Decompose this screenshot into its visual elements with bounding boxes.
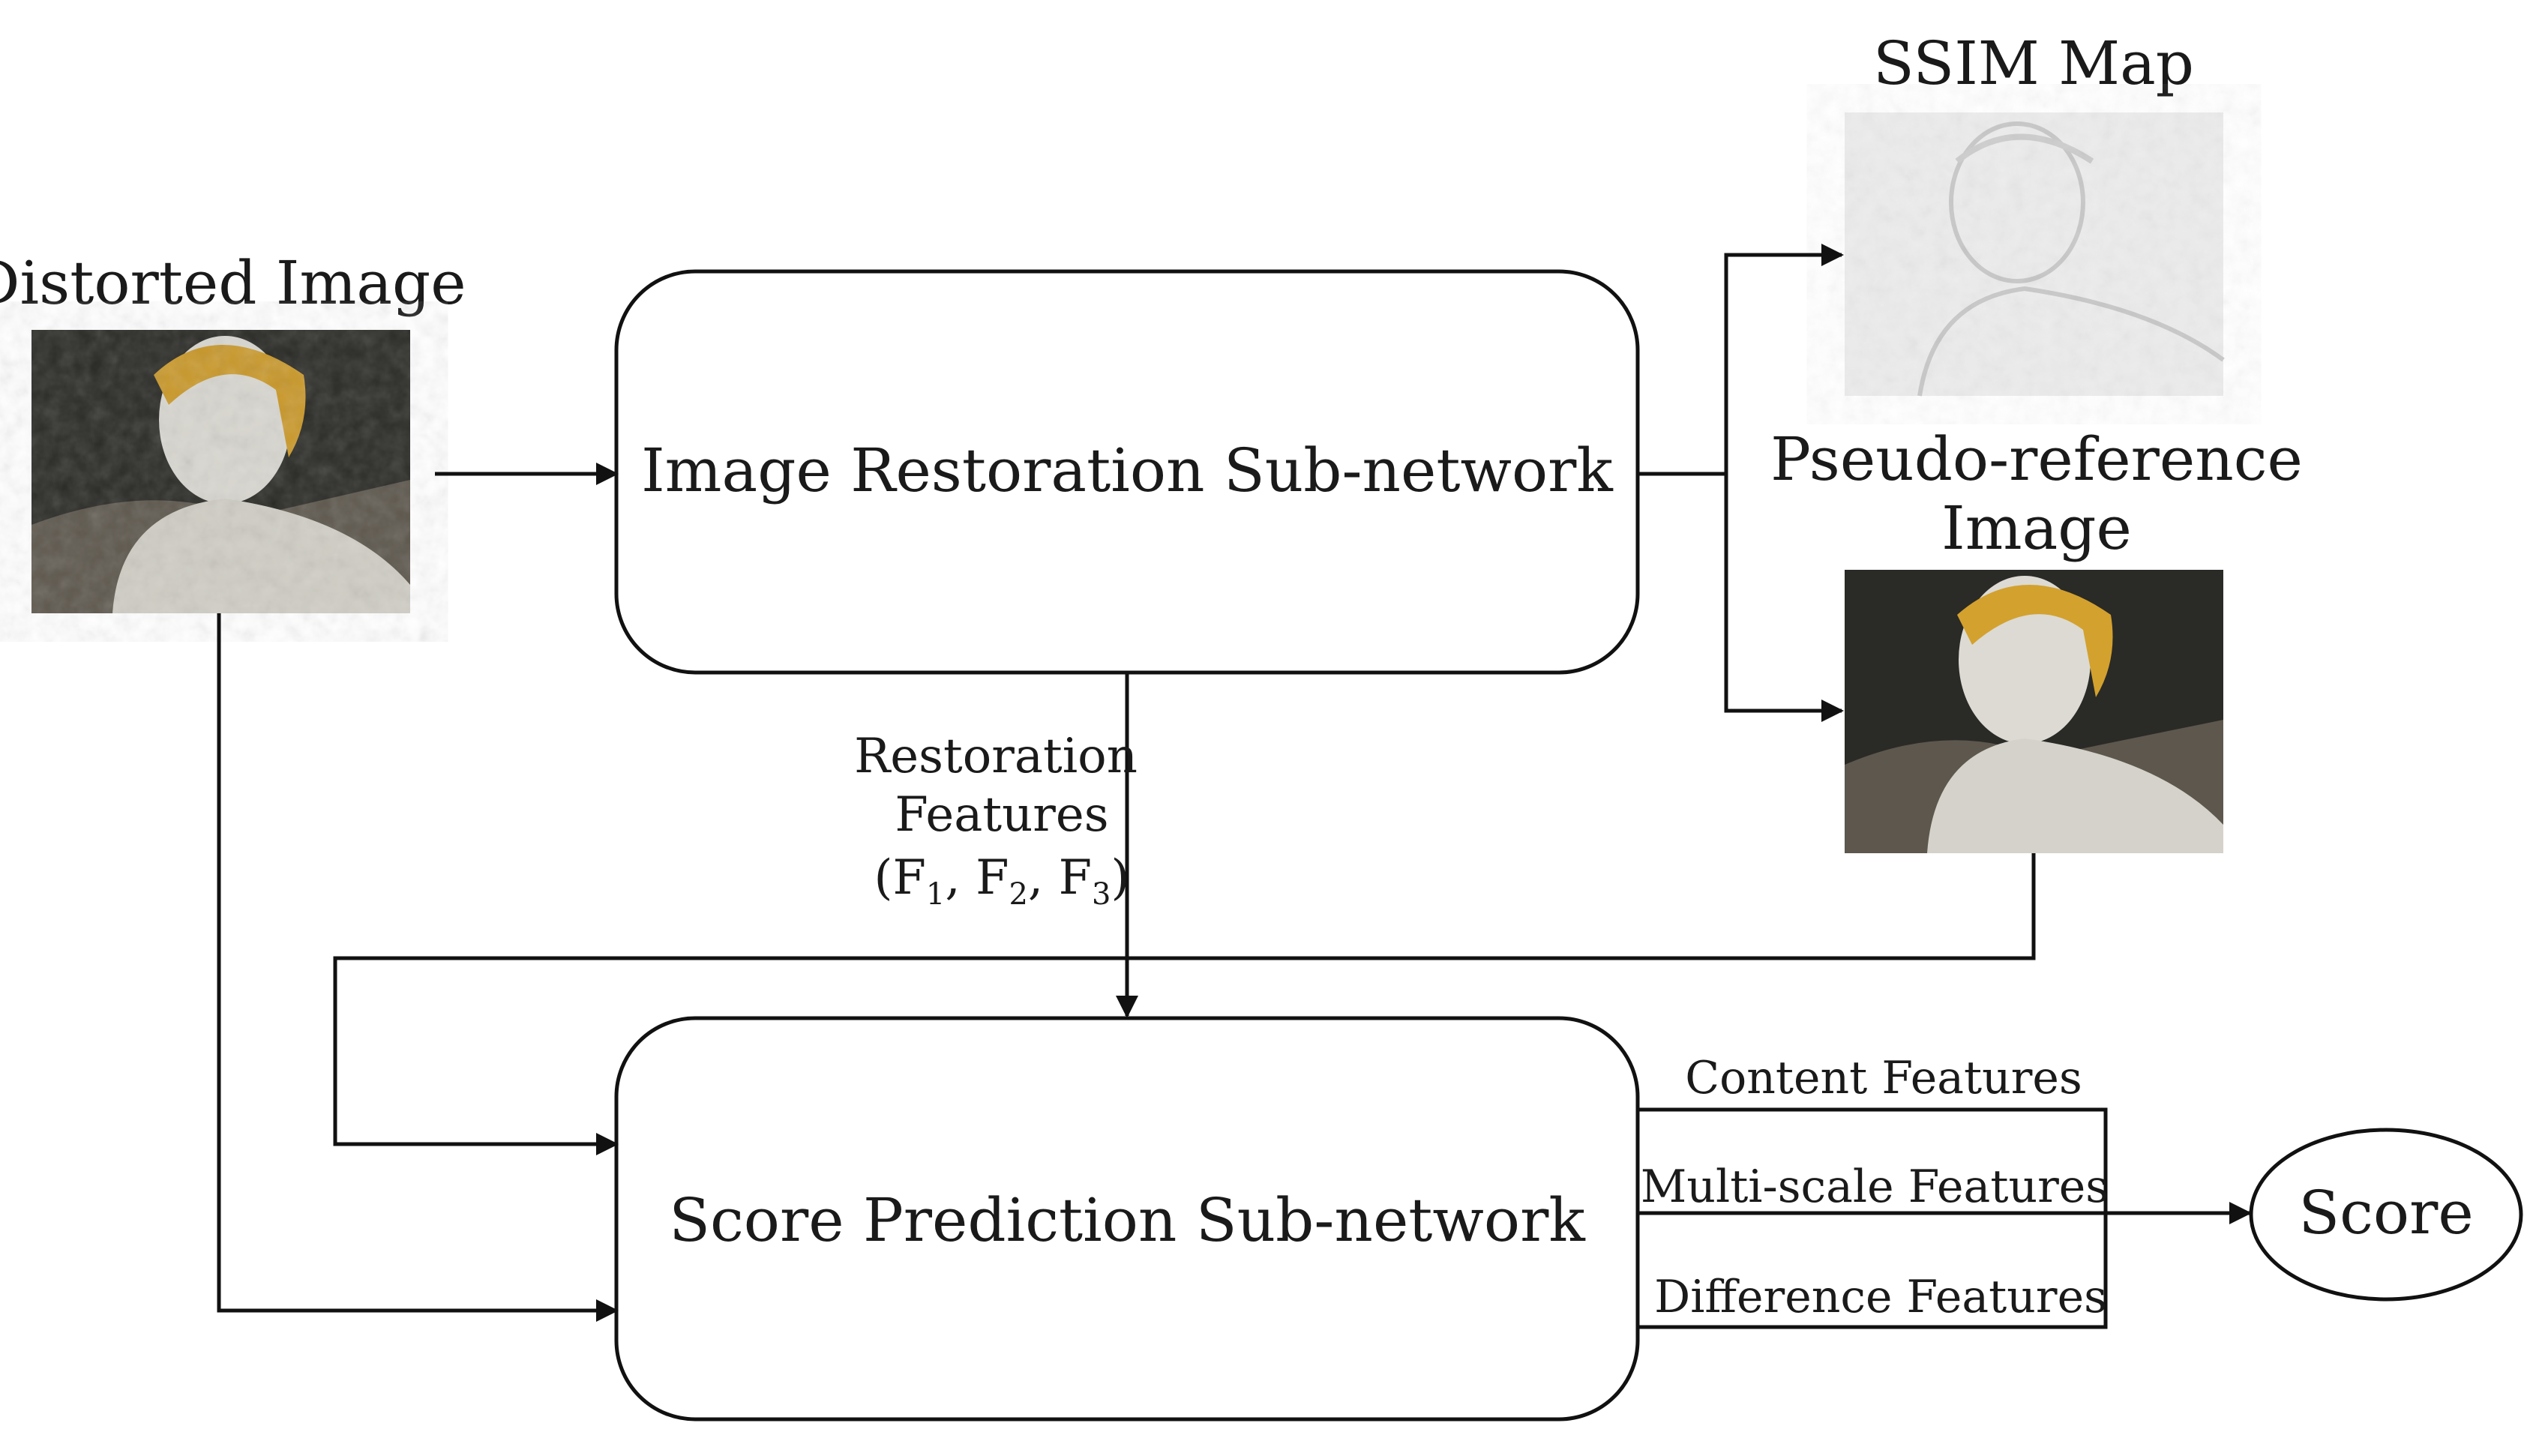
multiscale-features-label: Multi-scale Features — [1641, 1161, 2109, 1213]
restoration-features-label-line3: (F1, F2, F3) — [874, 850, 1130, 912]
content-features-label: Content Features — [1685, 1052, 2082, 1104]
distorted-image-label: Distorted Image — [0, 248, 466, 318]
arrow-restoration-to-pseudo — [1724, 474, 1844, 722]
arrow-pseudo-to-score-prediction — [333, 853, 2036, 1155]
score-prediction-subnetwork-label: Score Prediction Sub-network — [669, 1185, 1586, 1255]
difference-features-label: Difference Features — [1654, 1271, 2107, 1323]
image-restoration-subnetwork-label: Image Restoration Sub-network — [641, 436, 1614, 505]
ssim-map-label: SSIM Map — [1873, 28, 2194, 98]
score-prediction-subnetwork-box — [614, 1016, 1640, 1422]
score-label: Score — [2298, 1178, 2473, 1248]
restoration-features-label-line2: Features — [895, 787, 1108, 843]
feature-bracket — [1638, 1107, 2108, 1329]
restoration-features-label-line1: Restoration — [854, 729, 1138, 784]
arrow-restoration-to-ssim — [1638, 244, 1844, 476]
ssim-map-image — [1845, 112, 2225, 397]
arrow-distorted-to-score-prediction — [217, 613, 619, 1322]
pseudo-reference-label-line1: Pseudo-reference — [1770, 424, 2303, 494]
pseudo-reference-image — [1845, 570, 2223, 853]
pseudo-reference-label-line2: Image — [1941, 493, 2132, 563]
distorted-image — [31, 330, 410, 613]
